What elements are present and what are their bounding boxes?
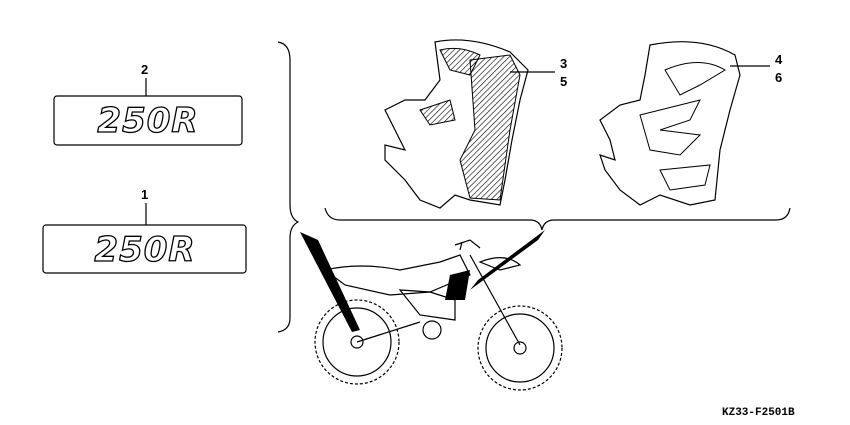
callout-4: 4 xyxy=(775,52,783,67)
pointer-right xyxy=(470,230,545,290)
callout-2: 2 xyxy=(141,62,148,77)
motorcycle-illustration xyxy=(314,239,563,391)
bracket-left xyxy=(277,41,300,333)
callout-6: 6 xyxy=(775,70,782,85)
decal-outline xyxy=(42,224,247,274)
shroud-decal-part-3-5[interactable] xyxy=(384,39,529,209)
decal-logo: 250R xyxy=(94,230,195,270)
callout-5: 5 xyxy=(560,74,567,89)
bracket-bottom xyxy=(324,207,791,231)
decal-logo: 250R xyxy=(97,101,198,141)
decal-part-1[interactable]: 250R xyxy=(42,224,247,274)
callout-1: 1 xyxy=(141,187,148,202)
diagram-code: KZ33-F2501B xyxy=(722,407,795,419)
shroud-decal-part-4-6[interactable] xyxy=(599,41,741,206)
decal-outline xyxy=(53,95,243,146)
pointer-left xyxy=(300,232,360,332)
decal-part-2[interactable]: 250R xyxy=(53,95,243,146)
callout-3: 3 xyxy=(560,56,567,71)
